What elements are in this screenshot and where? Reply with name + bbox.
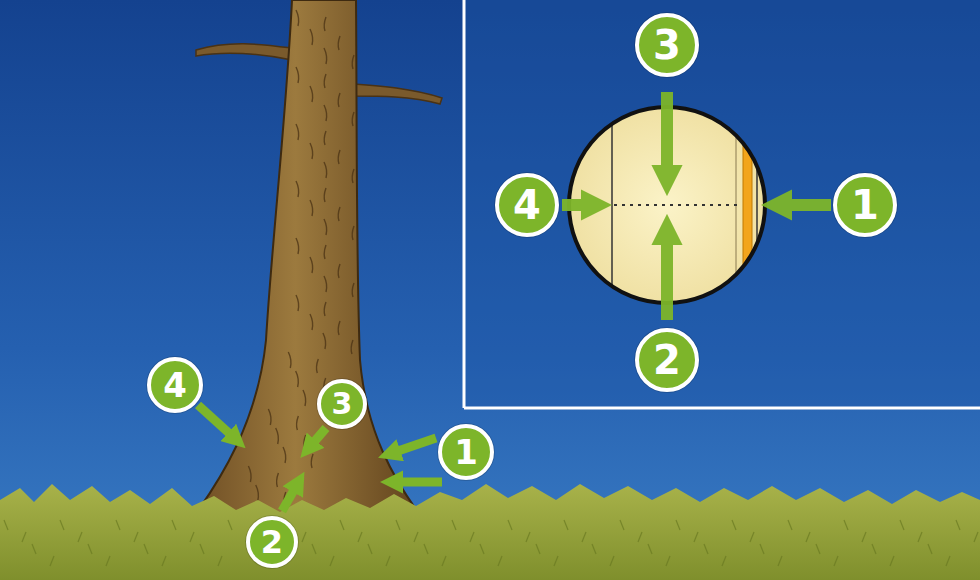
inset-frame [464,0,980,408]
grass [0,484,980,580]
callout-number: 1 [851,185,879,225]
force-arrows [562,92,831,320]
callout-circle: 3 [635,13,699,77]
callout-number: 2 [261,526,283,558]
callout-circle: 4 [147,357,203,413]
callout-number: 2 [653,340,681,380]
callout-number: 3 [332,389,353,419]
callout-circle: 2 [246,516,298,568]
callout-circle: 2 [635,328,699,392]
callout-circle: 4 [495,173,559,237]
callout-circle: 1 [438,424,494,480]
callout-circle: 1 [833,173,897,237]
callout-number: 4 [163,368,187,402]
force-arrows [198,405,442,511]
callout-number: 4 [513,185,541,225]
callout-number: 1 [454,435,478,469]
callout-number: 3 [653,25,681,65]
callout-circle: 3 [317,379,367,429]
tree [185,0,442,528]
